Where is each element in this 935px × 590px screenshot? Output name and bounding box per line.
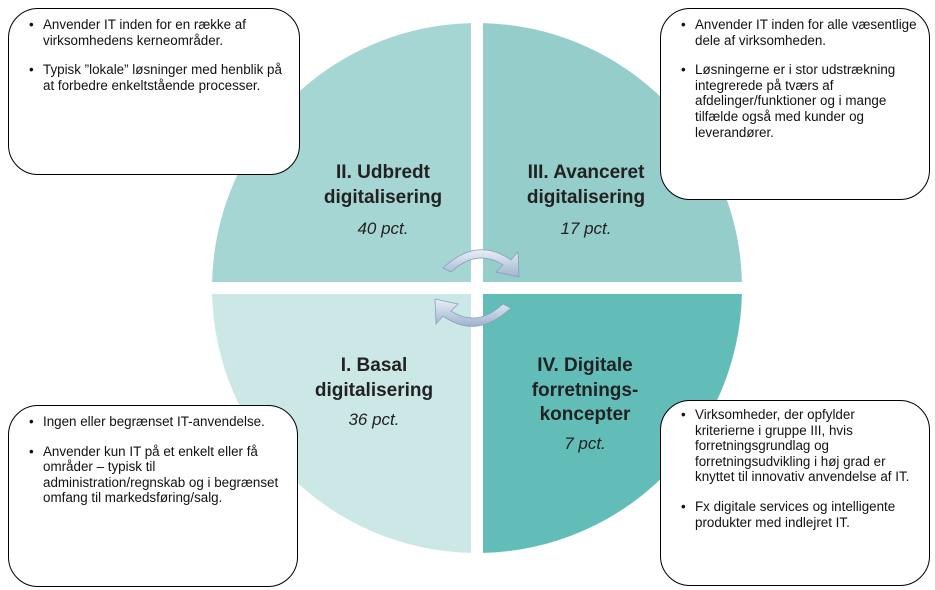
quadrant-basal-title-line2: digitalisering: [315, 380, 433, 401]
quadrant-udbredt-title-line1: II. Udbredt: [336, 162, 431, 183]
quadrant-avanceret-title-line2: digitalisering: [527, 187, 645, 208]
quadrant-digitale-wedge: [483, 294, 742, 553]
quadrant-digitale-title-line3: koncepter: [540, 404, 631, 425]
quadrant-udbredt-wedge: [212, 23, 471, 282]
callout-basal-list: Ingen eller begrænset IT-anvendelse. Anv…: [27, 414, 285, 506]
quadrant-avanceret-pct: 17 pct.: [560, 219, 611, 238]
callout-basal-item: Ingen eller begrænset IT-anvendelse.: [29, 414, 285, 430]
callout-udbredt-item: Typisk ”lokale” løsninger med henblik på…: [29, 62, 287, 93]
quadrant-digitale-pct: 7 pct.: [564, 434, 606, 453]
quadrant-udbredt-title-line2: digitalisering: [324, 187, 442, 208]
callout-avanceret: Anvender IT inden for alle væsentlige de…: [660, 8, 930, 200]
quadrant-udbredt-pct: 40 pct.: [357, 219, 408, 238]
quadrant-avanceret-title-line1: III. Avanceret: [528, 162, 646, 183]
callout-udbredt-item: Anvender IT inden for en række af virkso…: [29, 17, 287, 48]
callout-avanceret-item: Anvender IT inden for alle væsentlige de…: [681, 17, 917, 48]
quadrant-digitale-title-line2: forretnings-: [532, 380, 639, 401]
callout-basal: Ingen eller begrænset IT-anvendelse. Anv…: [8, 405, 298, 587]
quadrant-basal-wedge: [212, 294, 471, 553]
callout-basal-item: Anvender kun IT på et enkelt eller få om…: [29, 444, 285, 506]
callout-avanceret-item: Løsningerne er i stor udstrækning integr…: [681, 62, 917, 140]
callout-digitale-item: Virksomheder, der opfylder kriterierne i…: [681, 407, 917, 485]
callout-digitale-list: Virksomheder, der opfylder kriterierne i…: [679, 407, 917, 530]
quadrant-basal-title-line1: I. Basal: [341, 355, 408, 376]
quadrant-digitale-title-line1: IV. Digitale: [537, 355, 632, 376]
circular-arrows-icon: [434, 249, 520, 327]
quadrant-basal-pct: 36 pct.: [348, 410, 399, 429]
callout-udbredt: Anvender IT inden for en række af virkso…: [8, 8, 300, 175]
quadrant-avanceret-wedge: [483, 23, 742, 282]
callout-digitale-item: Fx digitale services og intelligente pro…: [681, 499, 917, 530]
callout-avanceret-list: Anvender IT inden for alle væsentlige de…: [679, 17, 917, 140]
callout-digitale: Virksomheder, der opfylder kriterierne i…: [660, 400, 930, 586]
callout-udbredt-list: Anvender IT inden for en række af virkso…: [27, 17, 287, 93]
